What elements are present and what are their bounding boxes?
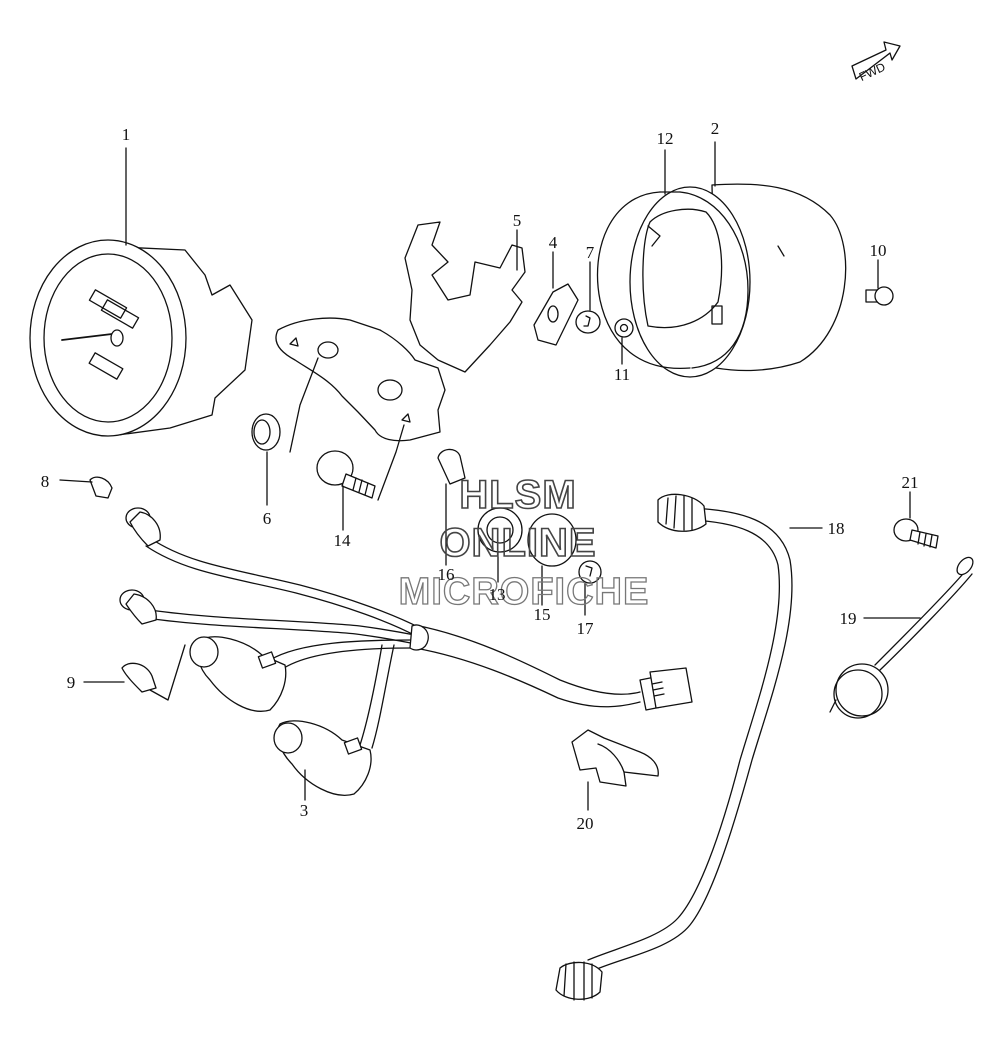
label-part-2: 2	[711, 119, 720, 138]
label-part-1: 1	[122, 125, 131, 144]
watermark-line1: HLSM	[459, 473, 576, 517]
label-part-13: 13	[489, 585, 506, 604]
label-part-3: 3	[300, 801, 309, 820]
part-10-screw	[865, 286, 894, 306]
part-7-washer	[575, 310, 601, 334]
part-11-nut	[614, 318, 634, 338]
watermark: HLSM ONLINE MICROFICHE	[398, 472, 650, 613]
label-part-21: 21	[902, 473, 919, 492]
part-21-bolt	[893, 518, 939, 549]
label-part-19: 19	[840, 609, 857, 628]
label-part-4: 4	[549, 233, 558, 252]
part-8-bulb	[89, 476, 113, 499]
part-16-bulb	[437, 448, 466, 485]
part-4-cushion	[533, 283, 579, 346]
part-19-spring	[829, 556, 974, 719]
label-part-5: 5	[513, 211, 522, 230]
label-part-18: 18	[828, 519, 845, 538]
label-part-10: 10	[870, 241, 887, 260]
part-17-cap	[578, 560, 602, 584]
part-14-bolt	[316, 450, 376, 499]
part-1-speedometer	[29, 239, 253, 437]
fwd-arrow-icon: FWD	[851, 41, 901, 84]
label-part-17: 17	[577, 619, 595, 638]
part-18-cable	[555, 493, 793, 1001]
part-labels: 1 2 3 4 5 6 7 8 9 10 11 12 13 14 15 16 1…	[41, 119, 919, 833]
label-part-11: 11	[614, 365, 630, 384]
label-part-15: 15	[534, 605, 551, 624]
label-part-6: 6	[263, 509, 272, 528]
label-part-9: 9	[67, 673, 76, 692]
watermark-line3: MICROFICHE	[399, 571, 650, 613]
part-5-bracket	[275, 221, 526, 442]
label-part-8: 8	[41, 472, 50, 491]
part-15-lens	[527, 513, 577, 567]
leader-lines	[59, 141, 921, 811]
part-2-meter-case	[629, 183, 847, 378]
wiring-harness	[119, 507, 693, 796]
part-13-socket	[477, 507, 523, 553]
part-20-clamp	[571, 729, 659, 787]
label-part-7: 7	[586, 243, 595, 262]
part-12-rim-ring	[596, 191, 749, 370]
label-part-20: 20	[577, 814, 594, 833]
label-part-14: 14	[334, 531, 352, 550]
part-6-grommet	[251, 413, 281, 451]
label-part-16: 16	[438, 565, 455, 584]
part-9-bulb	[121, 662, 157, 693]
label-part-12: 12	[657, 129, 674, 148]
watermark-line2: ONLINE	[439, 521, 596, 565]
